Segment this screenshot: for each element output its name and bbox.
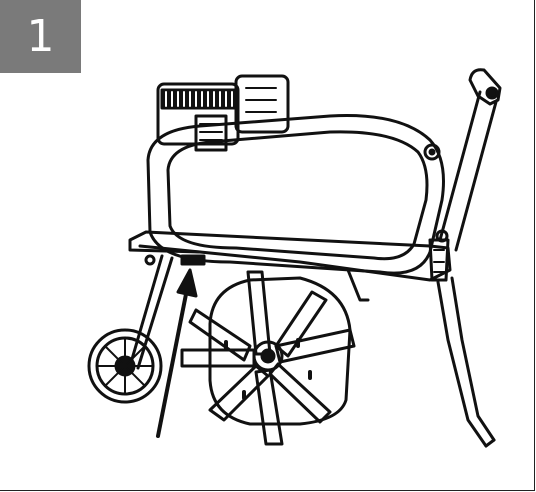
tines (180, 270, 356, 446)
depth-stake (428, 229, 496, 448)
engine (156, 74, 290, 152)
belt-cover (146, 114, 445, 275)
step-number-badge: 1 (0, 0, 81, 73)
handle-bar (438, 68, 502, 252)
chassis (128, 230, 452, 302)
transport-wheel (87, 254, 174, 404)
pointer-arrow (156, 268, 198, 438)
step-number: 1 (26, 11, 55, 62)
